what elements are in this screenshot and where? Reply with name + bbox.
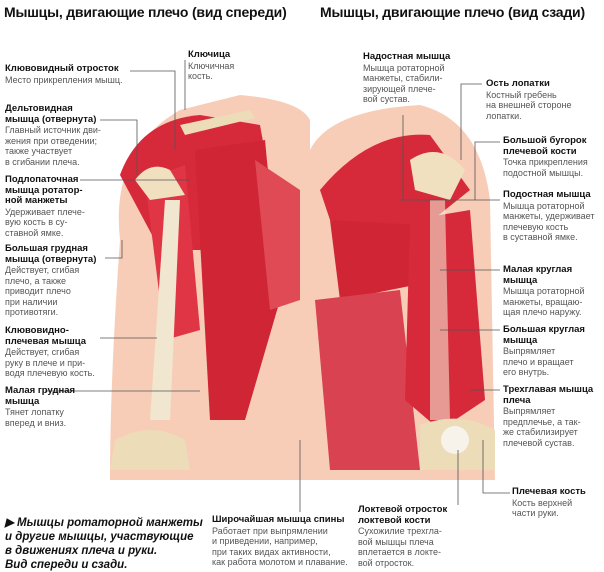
back-view-title: Мышцы, двигающие плечо (вид сзади) — [320, 4, 585, 20]
caption-line: в движениях плеча и руки. — [5, 545, 158, 557]
label-deltoid: Дельтовидная мышца (отвернута)Главный ис… — [5, 103, 101, 167]
front-view-title: Мышцы, двигающие плечо (вид спереди) — [4, 4, 287, 20]
caption-line: ▶ Мышцы ротаторной манжеты — [5, 517, 203, 529]
back-view-illustration — [310, 105, 495, 480]
caption-line: и другие мышцы, участвующие — [5, 531, 194, 543]
caption-line: Вид спереди и сзади. — [5, 559, 128, 571]
front-view-illustration — [110, 95, 310, 480]
leader-lines — [45, 60, 510, 512]
figure-caption: ▶ Мышцы ротаторной манжеты и другие мышц… — [5, 516, 203, 572]
label-pectoralis-major: Большая грудная мышца (отвернута)Действу… — [5, 243, 97, 317]
